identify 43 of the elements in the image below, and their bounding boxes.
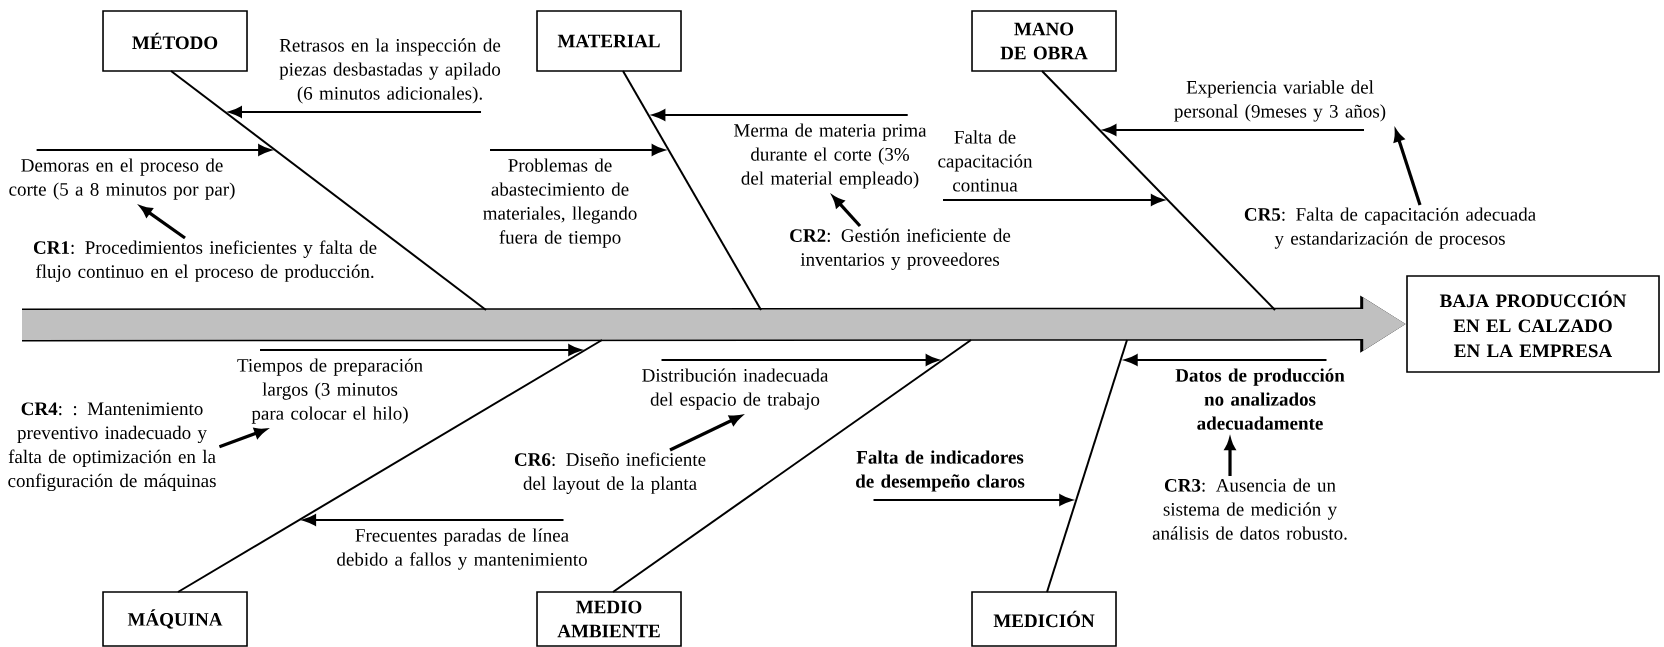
category-box: MANO DE OBRA bbox=[971, 10, 1117, 72]
category-box: MEDICIÓN bbox=[971, 591, 1117, 647]
cause-text: Distribución inadecuada del espacio de trabajo bbox=[642, 368, 829, 410]
root-cause-note: CR4: : Mantenimiento preventivo inadecuado y falta de optimización en la configuración de máquinas bbox=[8, 402, 216, 492]
cause-text: Problemas de abastecimiento de materiales, llegando fuera de tiempo bbox=[483, 158, 637, 248]
category-box: MATERIAL bbox=[536, 10, 682, 72]
category-box: MEDIO AMBIENTE bbox=[536, 591, 682, 647]
arrow bbox=[1103, 124, 1365, 136]
bone-line bbox=[1041, 70, 1276, 311]
root-cause-note: CR1: Procedimientos ineficientes y falta de flujo continuo en el proceso de producción. bbox=[33, 240, 377, 282]
root-cause-note: CR2: Gestión ineficiente de inventarios y proveedores bbox=[790, 228, 1011, 270]
effect-box: BAJA PRODUCCIÓN EN EL CALZADO EN LA EMPRESA bbox=[1406, 275, 1660, 373]
arrow bbox=[652, 109, 909, 121]
arrow bbox=[489, 144, 665, 156]
cause-text: Datos de producción no analizados adecuadamente bbox=[1175, 368, 1345, 430]
cause-text: Retrasos en la inspección de piezas desbastadas y apilado (6 minutos adicionales). bbox=[279, 38, 501, 104]
bone-line bbox=[612, 339, 972, 593]
bone-line bbox=[177, 339, 603, 593]
arrow bbox=[1124, 354, 1328, 366]
category-box: MÁQUINA bbox=[102, 591, 248, 647]
arrow bbox=[832, 195, 862, 228]
cause-text: Merma de materia prima durante el corte (3% del material empleado) bbox=[734, 123, 927, 189]
root-cause-note: CR3: Ausencia de un sistema de medición y análisis de datos robusto. bbox=[1152, 478, 1347, 540]
arrow bbox=[872, 494, 1073, 506]
bone-line bbox=[622, 70, 762, 311]
arrow bbox=[302, 514, 565, 526]
arrow bbox=[35, 144, 272, 156]
cause-text: Falta de capacitación continua bbox=[938, 130, 1033, 192]
cause-text: Frecuentes paradas de línea debido a fallos y mantenimiento bbox=[337, 528, 587, 570]
bone-line bbox=[1046, 339, 1128, 593]
cause-text: Demoras en el proceso de corte (5 a 8 minutos por par) bbox=[9, 158, 235, 200]
arrow bbox=[259, 344, 582, 356]
arrow bbox=[669, 415, 742, 452]
arrow bbox=[228, 106, 482, 118]
root-cause-note: CR5: Falta de capacitación adecuada y estandarización de procesos bbox=[1244, 207, 1536, 249]
category-box: MÉTODO bbox=[102, 10, 248, 72]
cause-text: Experiencia variable del personal (9meses y 3 años) bbox=[1174, 80, 1386, 122]
cause-text: Falta de indicadores de desempeño claros bbox=[856, 450, 1025, 492]
root-cause-note: CR6: Diseño ineficiente del layout de la planta bbox=[514, 452, 706, 494]
cause-text: Tiempos de preparación largos (3 minutos para colocar el hilo) bbox=[237, 358, 423, 424]
arrow bbox=[942, 194, 1164, 206]
arrow bbox=[660, 354, 939, 366]
bone-line bbox=[170, 70, 487, 311]
